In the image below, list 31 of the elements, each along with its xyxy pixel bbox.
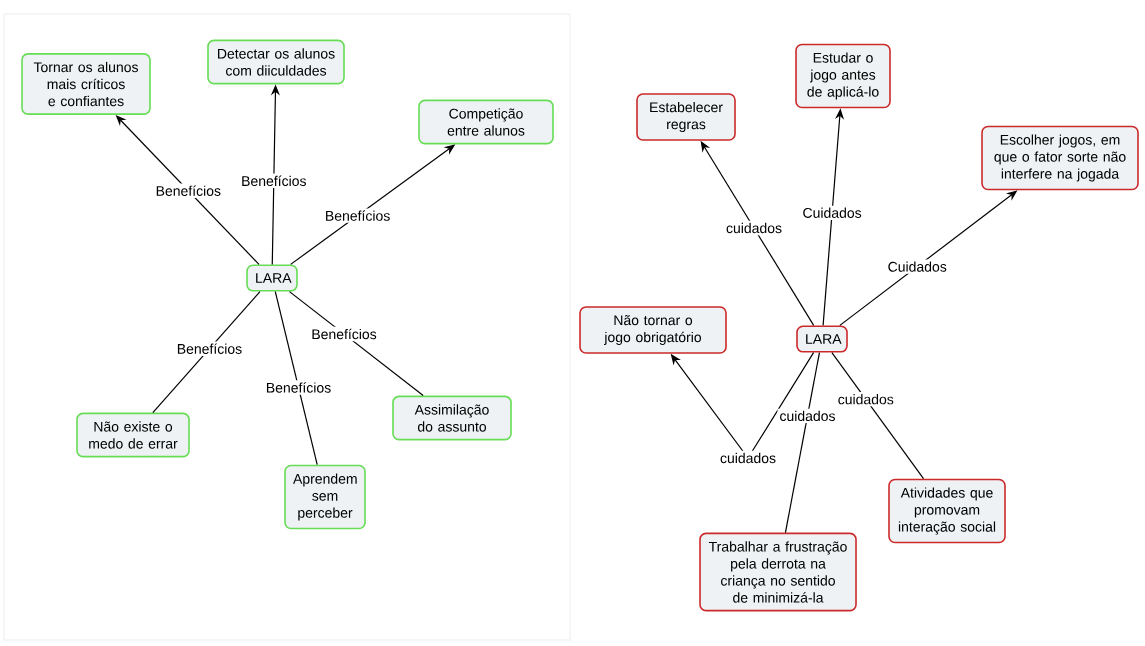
edge-label: cuidados bbox=[724, 220, 785, 236]
concept-box: Tornar os alunos mais críticos e confiantes bbox=[21, 53, 151, 115]
edge-label: cuidados bbox=[718, 450, 779, 466]
connector-line bbox=[831, 352, 925, 480]
connector-line bbox=[274, 291, 318, 466]
edge-label: Benefícios bbox=[263, 380, 334, 395]
concept-box: Estudar o jogo antes de aplicá-lo bbox=[795, 43, 891, 109]
edge-label: cuidados bbox=[835, 392, 896, 407]
edge-label: Cuidados bbox=[800, 205, 864, 220]
connector-line bbox=[784, 352, 821, 534]
concept-box: Trabalhar a frustração pela derrota na criança no sentido de minimizá-la bbox=[699, 532, 857, 612]
edge-label: Benefícios bbox=[153, 183, 223, 198]
connector-line bbox=[288, 291, 424, 397]
connector-line bbox=[152, 291, 261, 414]
concept-box: Estabelecer regras bbox=[636, 93, 736, 141]
edge-label: Benefícios bbox=[322, 208, 393, 223]
concept-box: Detectar os alunos com diiculdades bbox=[207, 39, 345, 85]
concept-box: Aprendem sem perceber bbox=[284, 464, 366, 530]
edge-label: Benefícios bbox=[174, 341, 245, 356]
edge-label: Benefícios bbox=[309, 326, 379, 342]
concept-box: LARA bbox=[246, 264, 298, 292]
concept-box: Competição entre alunos bbox=[418, 99, 554, 145]
concept-box: LARA bbox=[796, 325, 848, 353]
edge-label: Cuidados bbox=[885, 259, 949, 274]
concept-box: Não existe o medo de errar bbox=[76, 412, 190, 458]
concept-box: Assimilação do assunto bbox=[392, 395, 512, 441]
concept-box: Escolher jogos, em que o fator sorte não interfere na jogada bbox=[981, 125, 1139, 191]
edge-label: Benefícios bbox=[239, 173, 309, 189]
edge-label: cuidados bbox=[777, 408, 838, 424]
concept-box: Não tornar o jogo obrigatório bbox=[579, 306, 727, 354]
concept-box: Atividades que promovam interação social bbox=[888, 478, 1006, 544]
